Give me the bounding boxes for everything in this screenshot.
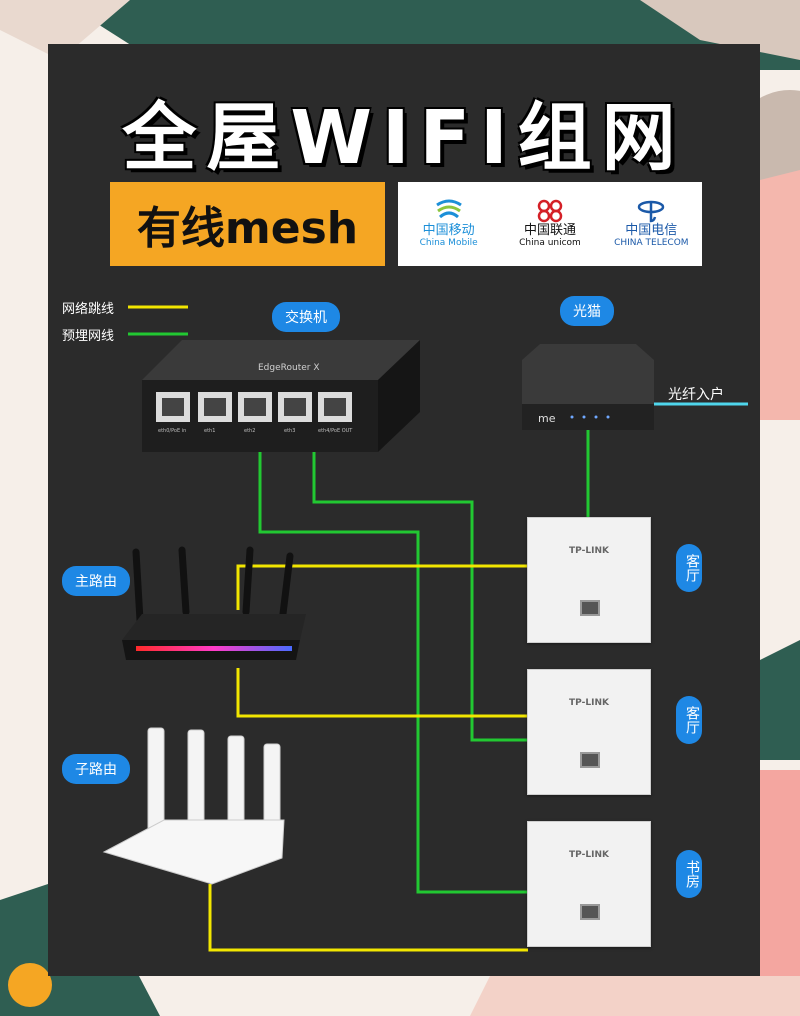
isp-name: 中国联通 xyxy=(523,223,576,238)
main-router-lower-cable xyxy=(236,668,528,718)
china-mobile-logo-icon xyxy=(435,199,462,219)
main-router-device xyxy=(122,546,306,660)
isp-china-mobile: 中国移动 China Mobile xyxy=(401,199,497,249)
legend-patch-cable-label: 网络跳线 xyxy=(62,302,115,317)
ethernet-port-icon xyxy=(580,752,600,768)
main-router-label: 主路由 xyxy=(62,566,130,596)
modem-brand: me xyxy=(538,412,556,425)
subtitle-text: 有线mesh xyxy=(136,203,359,254)
china-unicom-logo-icon xyxy=(537,199,563,223)
wall-panel-study: TP-LINK xyxy=(527,821,651,947)
isp-english-name: China Mobile xyxy=(419,238,478,248)
switch-port-label: eth4/PoE OUT xyxy=(318,428,353,434)
panel-brand: TP-LINK xyxy=(569,850,609,860)
fiber-input-label: 光纤入户 xyxy=(668,387,724,403)
room-label-study: 书房 xyxy=(676,850,702,898)
patch-cables xyxy=(208,564,528,952)
modem-label: 光猫 xyxy=(560,296,614,326)
isp-name: 中国电信 xyxy=(625,223,678,238)
isp-china-unicom: 中国联通 China unicom xyxy=(502,199,598,249)
page-title: 全屋WIFI组网 xyxy=(122,95,686,181)
room-label-livingroom-2: 客厅 xyxy=(676,696,702,744)
isp-china-telecom: 中国电信 CHINA TELECOM xyxy=(603,199,699,249)
sub-router-device xyxy=(102,727,285,885)
sub-router-cable xyxy=(208,884,528,952)
wall-panel-livingroom-2: TP-LINK xyxy=(527,669,651,795)
switch-brand: EdgeRouter X xyxy=(258,363,320,373)
ethernet-port-icon xyxy=(580,600,600,616)
room-label-livingroom-1: 客厅 xyxy=(676,544,702,592)
switch-port-label: eth0/PoE in xyxy=(158,428,186,434)
isp-name: 中国移动 xyxy=(422,223,475,238)
switch-to-livingroom2-cable xyxy=(312,448,528,742)
isp-logos: 中国移动 China Mobile 中国联通 China unicom 中国电信… xyxy=(398,182,702,266)
subtitle-badge: 有线mesh xyxy=(110,182,385,266)
switch-port-label: eth1 xyxy=(204,428,215,434)
switch-port-label: eth2 xyxy=(244,428,255,434)
switch-port-label: eth3 xyxy=(284,428,295,434)
ethernet-port-icon xyxy=(580,904,600,920)
panel-brand: TP-LINK xyxy=(569,698,609,708)
china-telecom-logo-icon xyxy=(638,200,665,223)
sub-router-label: 子路由 xyxy=(62,754,130,784)
modem-device: me xyxy=(522,344,654,430)
isp-english-name: CHINA TELECOM xyxy=(614,238,689,248)
embedded-cables xyxy=(258,430,590,894)
isp-english-name: China unicom xyxy=(519,238,581,248)
switch-device: EdgeRouter X eth0/PoE in eth1 eth2 eth3 … xyxy=(142,340,420,452)
main-router-upper-cable xyxy=(236,564,528,610)
switch-to-study-cable xyxy=(258,440,528,894)
legend-embedded-cable-label: 预埋网线 xyxy=(62,329,115,344)
wall-panel-livingroom-1: TP-LINK xyxy=(527,517,651,643)
switch-label: 交换机 xyxy=(272,302,340,332)
panel-brand: TP-LINK xyxy=(569,546,609,556)
